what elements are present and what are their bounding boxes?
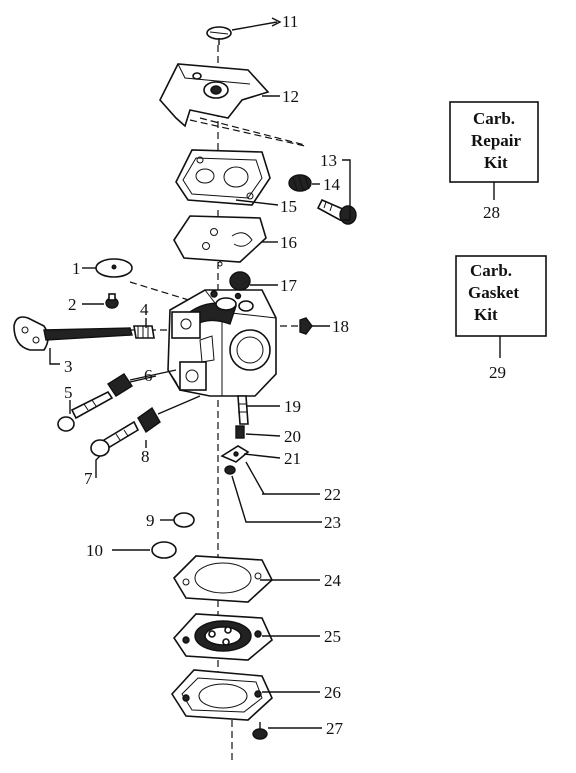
- callout-2: 2: [68, 295, 77, 314]
- callout-3: 3: [64, 357, 73, 376]
- gasket-kit-line-2: Gasket: [468, 283, 519, 302]
- callout-9: 9: [146, 511, 155, 530]
- callout-1: 1: [72, 259, 81, 278]
- axis-line-screw-13: [199, 117, 306, 146]
- callout-13: 13: [320, 151, 337, 170]
- repair-kit-line-2: Repair: [471, 131, 522, 150]
- repair-kit-line-3: Kit: [484, 153, 508, 172]
- part-18-plug: [299, 317, 313, 335]
- callout-15: 15: [280, 197, 297, 216]
- part-17-plug: [229, 271, 251, 291]
- callout-27: 27: [326, 719, 344, 738]
- callout-17: 17: [280, 276, 298, 295]
- part-25-pump-diaphragm: [172, 613, 273, 661]
- callout-14: 14: [323, 175, 341, 194]
- part-22-pin: [245, 461, 265, 495]
- callout-21: 21: [284, 449, 301, 468]
- callout-22: 22: [324, 485, 341, 504]
- part-15-diaphragm: [175, 149, 271, 206]
- callout-16: 16: [280, 233, 297, 252]
- axis-line-plate-1: [129, 281, 206, 306]
- callout-10: 10: [86, 541, 103, 560]
- callout-8: 8: [141, 447, 150, 466]
- gasket-kit-box: Carb. Gasket Kit 29: [455, 255, 547, 382]
- callout-24: 24: [324, 571, 342, 590]
- part-6-spring: [107, 369, 177, 397]
- part-4-spring: [133, 325, 155, 339]
- callout-23: 23: [324, 513, 341, 532]
- gasket-kit-line-1: Carb.: [470, 261, 512, 280]
- part-23-screw: [224, 465, 236, 475]
- part-26-pump-cover: [170, 669, 273, 721]
- leader-lines: [49, 17, 351, 729]
- part-5-needle: [57, 390, 114, 432]
- callout-25: 25: [324, 627, 341, 646]
- part-3-throttle-lever: [13, 316, 133, 351]
- part-27-screw: [252, 722, 268, 740]
- part-11-screw: [206, 26, 232, 45]
- part-7-needle: [90, 420, 140, 457]
- part-9-welch-plug: [173, 512, 195, 528]
- carburetor-body: [167, 289, 277, 397]
- part-2-screw: [105, 293, 119, 309]
- callout-7: 7: [84, 469, 93, 488]
- callout-28: 28: [483, 203, 500, 222]
- gasket-kit-line-3: Kit: [474, 305, 498, 324]
- part-24-gasket: [172, 555, 273, 603]
- callout-18: 18: [332, 317, 349, 336]
- part-12-cover: [159, 63, 306, 147]
- part-16-gasket: [173, 215, 267, 267]
- part-20-inlet-needle: [235, 425, 245, 439]
- callout-12: 12: [282, 87, 299, 106]
- callout-26: 26: [324, 683, 341, 702]
- callout-29: 29: [489, 363, 506, 382]
- part-21-lever: [220, 445, 250, 463]
- part-19-spring: [237, 395, 249, 425]
- part-1-throttle-plate: [95, 258, 133, 278]
- callout-20: 20: [284, 427, 301, 446]
- callout-numbers: 1 2 3 4 5 6 7 8 9 10 11 12 13 14 15 16 1…: [64, 12, 349, 738]
- part-8-spring: [137, 395, 201, 434]
- repair-kit-box: Carb. Repair Kit 28: [449, 101, 539, 222]
- callout-19: 19: [284, 397, 301, 416]
- part-14-spring: [288, 174, 312, 192]
- part-10-welch-plug: [151, 541, 177, 559]
- callout-6: 6: [144, 366, 153, 385]
- repair-kit-line-1: Carb.: [473, 109, 515, 128]
- callout-11: 11: [282, 12, 298, 31]
- callout-5: 5: [64, 383, 73, 402]
- callout-4: 4: [140, 300, 149, 319]
